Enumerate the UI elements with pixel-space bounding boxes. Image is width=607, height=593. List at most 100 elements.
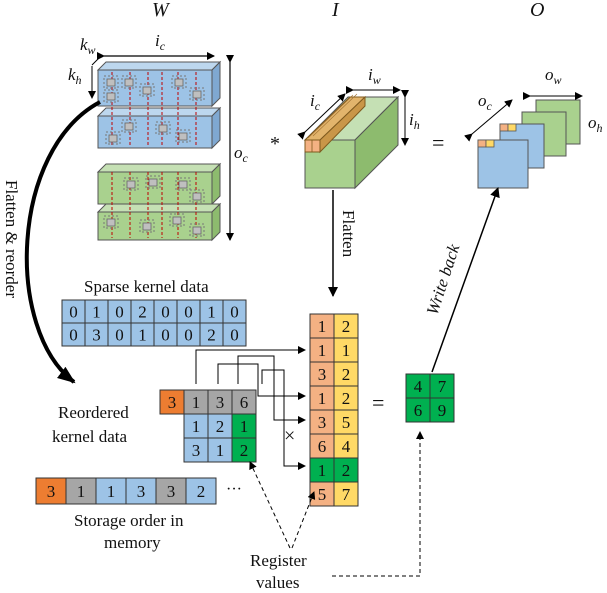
sparse-cell: 0 [61, 322, 86, 347]
flatten-label: Flatten [339, 210, 358, 258]
reordered-cell-value: 3 [192, 441, 201, 460]
output-cell: 6 [405, 397, 431, 423]
input-cell-value: 1 [318, 389, 327, 408]
sparse-cell: 0 [176, 322, 201, 347]
reordered-cell: 2 [207, 413, 233, 439]
sparse-cell-value: 0 [184, 303, 193, 322]
sparse-cell: 2 [130, 299, 155, 324]
reordered-cell: 6 [231, 389, 257, 415]
write-back-arrow [431, 187, 500, 373]
register-label-2: values [256, 573, 299, 592]
input-cell-value: 7 [342, 485, 351, 504]
multiply-operator: × [284, 425, 295, 447]
storage-label-2: memory [104, 533, 161, 552]
sparse-cell: 0 [61, 299, 86, 324]
output-cell-value: 9 [438, 401, 447, 420]
flatten-reorder-label: Flatten & reorder [2, 180, 21, 298]
sparse-cell-value: 2 [207, 326, 216, 345]
input-cell: 1 [333, 337, 359, 363]
reordered-cell-value: 3 [168, 393, 177, 412]
sparse-cell-value: 1 [92, 303, 101, 322]
sparse-cell: 2 [199, 322, 224, 347]
input-cell-value: 5 [318, 485, 327, 504]
input-cell: 1 [309, 313, 335, 339]
input-tensor: iw ic ih [297, 65, 420, 190]
input-cell: 3 [309, 409, 335, 435]
reordered-cell: 2 [231, 437, 257, 463]
sparse-cell-value: 0 [161, 326, 170, 345]
input-cell: 2 [333, 457, 359, 483]
storage-label-1: Storage order in [74, 511, 184, 530]
reordered-cell: 3 [207, 389, 233, 415]
sparse-cell-value: 3 [92, 326, 101, 345]
weight-bar-2 [96, 106, 222, 150]
storage-cell-value: 1 [77, 482, 86, 501]
storage-cell: 3 [125, 477, 157, 505]
output-tensor: ow oc oh [464, 65, 603, 189]
reordered-cell: 1 [207, 437, 233, 463]
label-O: O [530, 0, 544, 21]
input-cell-value: 2 [342, 389, 351, 408]
weight-tensor: ic kw kh oc [68, 31, 249, 242]
sparse-cell-value: 0 [184, 326, 193, 345]
input-cell-value: 2 [342, 365, 351, 384]
weight-bar-3 [96, 162, 222, 206]
storage-cell-value: 3 [167, 482, 176, 501]
sparse-cell: 1 [130, 322, 155, 347]
weight-bar-1 [96, 60, 222, 108]
sparse-kernel-title: Sparse kernel data [84, 277, 209, 296]
sparse-cell-value: 0 [69, 326, 78, 345]
sparse-cell: 1 [199, 299, 224, 324]
input-cell-value: 1 [318, 317, 327, 336]
reordered-cell-value: 3 [216, 393, 225, 412]
sparse-cell-value: 1 [207, 303, 216, 322]
reordered-cell-value: 2 [240, 441, 249, 460]
storage-cell-value: 3 [137, 482, 146, 501]
storage-cell-value: 2 [197, 482, 206, 501]
input-cell-value: 2 [342, 461, 351, 480]
sparse-cell: 3 [84, 322, 109, 347]
equals-bottom: = [372, 390, 384, 415]
input-cell: 1 [309, 385, 335, 411]
storage-ellipsis: ··· [226, 481, 242, 498]
register-label-1: Register [250, 551, 307, 570]
sparse-cell: 0 [107, 322, 132, 347]
label-W: W [152, 0, 171, 21]
svg-text:iw: iw [368, 65, 381, 87]
storage-cell: 1 [65, 477, 97, 505]
input-cell: 7 [333, 481, 359, 507]
input-cell-value: 6 [318, 437, 327, 456]
flatten-reorder-arrow [24, 100, 101, 384]
svg-text:kw: kw [80, 35, 96, 57]
reordered-label-2: kernel data [52, 427, 127, 446]
reordered-cell: 3 [159, 389, 185, 415]
sparse-cell-value: 0 [115, 326, 124, 345]
register-dashed-arrows [249, 431, 424, 577]
svg-text:oh: oh [588, 113, 603, 135]
input-cell-value: 2 [342, 317, 351, 336]
reordered-cell-value: 2 [216, 417, 225, 436]
reordered-cell-value: 6 [240, 393, 249, 412]
input-cell: 1 [309, 457, 335, 483]
input-cell: 6 [309, 433, 335, 459]
storage-cell: 3 [35, 477, 67, 505]
output-cell: 4 [405, 373, 431, 399]
reordered-cell: 1 [183, 413, 209, 439]
storage-cell: 1 [95, 477, 127, 505]
input-cell: 1 [309, 337, 335, 363]
svg-text:ic: ic [310, 91, 321, 113]
reordered-cell: 3 [183, 437, 209, 463]
output-cell-value: 6 [414, 401, 423, 420]
sparse-cell: 0 [107, 299, 132, 324]
storage-cell: 2 [185, 477, 217, 505]
index-arrows [195, 346, 306, 470]
input-cell: 5 [333, 409, 359, 435]
input-cell-value: 1 [342, 341, 351, 360]
equals-top: = [432, 130, 444, 155]
sparse-cell-value: 2 [138, 303, 147, 322]
sparse-cell-value: 0 [230, 303, 239, 322]
output-cell-value: 4 [414, 377, 423, 396]
